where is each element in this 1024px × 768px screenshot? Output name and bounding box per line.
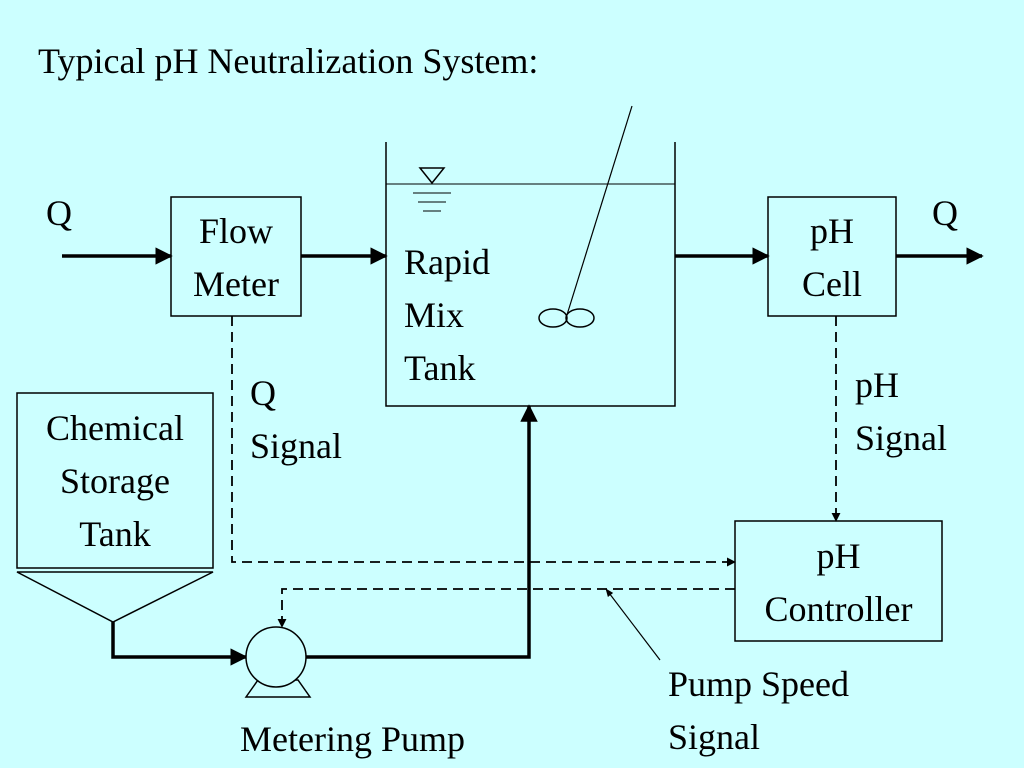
ph-signal-label: pH Signal xyxy=(855,359,947,465)
q-signal-line2: Signal xyxy=(250,426,343,466)
chemical-storage-line3: Tank xyxy=(79,514,151,554)
pump-speed-line2: Signal xyxy=(668,717,761,757)
flow-meter-line1: Flow xyxy=(198,211,274,251)
chemical-storage-line2: Storage xyxy=(60,461,170,501)
rapid-mix-tank-line1: Rapid xyxy=(404,242,490,282)
page-title: Typical pH Neutralization System: xyxy=(38,41,539,81)
ph-controller-line2: Controller xyxy=(764,589,913,629)
pump-speed-signal-label: Pump Speed Signal xyxy=(668,658,849,764)
chemical-storage-tank-label: Chemical Storage Tank xyxy=(17,402,213,561)
metering-pump-label: Metering Pump xyxy=(240,719,465,759)
ph-cell-line2: Cell xyxy=(802,264,862,304)
flow-meter-line2: Meter xyxy=(193,264,279,304)
pump-speed-line1: Pump Speed xyxy=(668,664,850,704)
pump-speed-pointer xyxy=(605,588,661,661)
ph-cell-line1: pH xyxy=(810,211,854,251)
outlet-q-label: Q xyxy=(932,193,958,233)
pump-speed-signal-line xyxy=(277,588,735,628)
rapid-mix-tank-label: Rapid Mix Tank xyxy=(404,236,490,395)
q-signal-line xyxy=(231,316,736,567)
rapid-mix-tank-line3: Tank xyxy=(404,348,476,388)
storage-tank-hopper xyxy=(16,571,214,623)
chemical-storage-tank-box xyxy=(16,392,214,569)
q-signal-label: Q Signal xyxy=(250,367,342,473)
chemical-storage-line1: Chemical xyxy=(46,408,184,448)
ph-controller-label: pH Controller xyxy=(735,530,942,636)
q-signal-line1: Q xyxy=(250,373,276,413)
chemical-to-pump-line xyxy=(111,622,248,666)
ph-cell-label: pH Cell xyxy=(768,205,896,311)
mixer-impeller-icon xyxy=(538,105,633,328)
ph-signal-line1: pH xyxy=(855,365,899,405)
ph-controller-line1: pH xyxy=(816,536,861,576)
flow-meter-label: Flow Meter xyxy=(171,205,301,311)
pump-to-tank-line xyxy=(306,404,538,659)
ph-signal-line2: Signal xyxy=(855,418,948,458)
water-level-icon xyxy=(413,167,451,212)
inlet-q-label: Q xyxy=(46,193,72,233)
metering-pump-icon xyxy=(244,626,312,698)
rapid-mix-tank-line2: Mix xyxy=(404,295,465,335)
